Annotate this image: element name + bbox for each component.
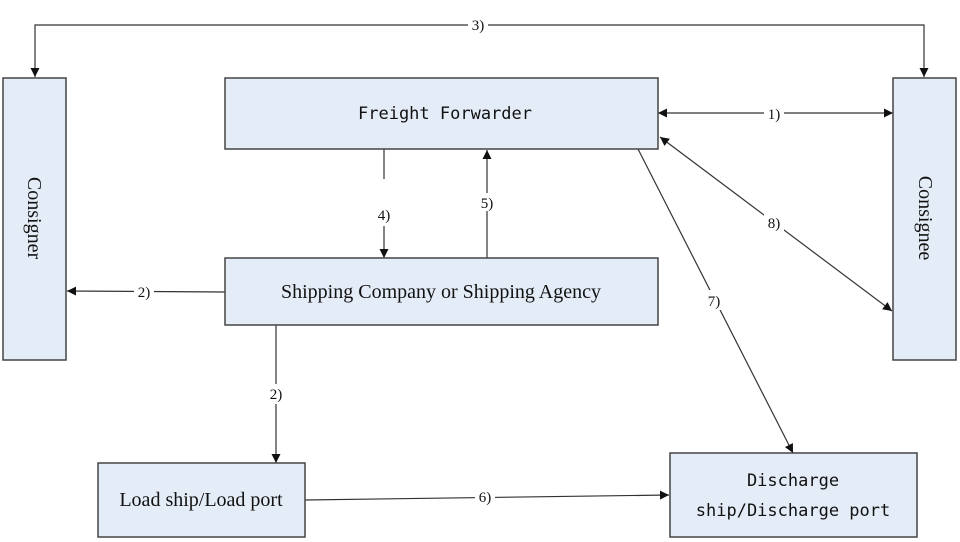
node-freight-forwarder-label: Freight Forwarder <box>358 104 532 124</box>
edge-8-label: 8) <box>768 216 781 232</box>
node-shipping-company-label: Shipping Company or Shipping Agency <box>281 281 601 303</box>
node-consigner-label: Consigner <box>23 177 45 260</box>
edge-2b-label: 2) <box>270 387 283 403</box>
edge-6-label: 6) <box>479 490 492 506</box>
node-load-port[interactable]: Load ship/Load port <box>97 462 306 538</box>
node-discharge-port[interactable]: Discharge ship/Discharge port <box>669 452 918 538</box>
edge-2a-label-bg <box>134 282 154 300</box>
node-consignee[interactable]: Consignee <box>892 77 957 361</box>
edge-1-label-bg <box>764 104 784 122</box>
edge-3-label-bg <box>468 16 488 34</box>
node-consigner[interactable]: Consigner <box>2 77 67 361</box>
edge-2a-label: 2) <box>138 285 151 301</box>
edge-1-label: 1) <box>768 107 781 123</box>
node-load-port-label: Load ship/Load port <box>119 489 283 511</box>
edge-2b-label-bg <box>266 384 286 404</box>
edge-4-label: 4) <box>378 208 391 224</box>
node-consignee-label: Consignee <box>914 176 936 261</box>
edge-6-label-bg <box>475 488 495 506</box>
edge-8-label-bg <box>764 213 784 233</box>
node-shipping-company[interactable]: Shipping Company or Shipping Agency <box>224 257 659 326</box>
edge-5-label: 5) <box>481 196 494 212</box>
node-discharge-port-label-line2: ship/Discharge port <box>696 501 890 521</box>
node-discharge-port-label-line1: Discharge <box>747 471 839 491</box>
edge-5-label-bg <box>477 193 497 211</box>
node-freight-forwarder[interactable]: Freight Forwarder <box>224 77 659 150</box>
edge-3-label: 3) <box>472 18 485 34</box>
edge-7-label: 7) <box>708 294 721 310</box>
